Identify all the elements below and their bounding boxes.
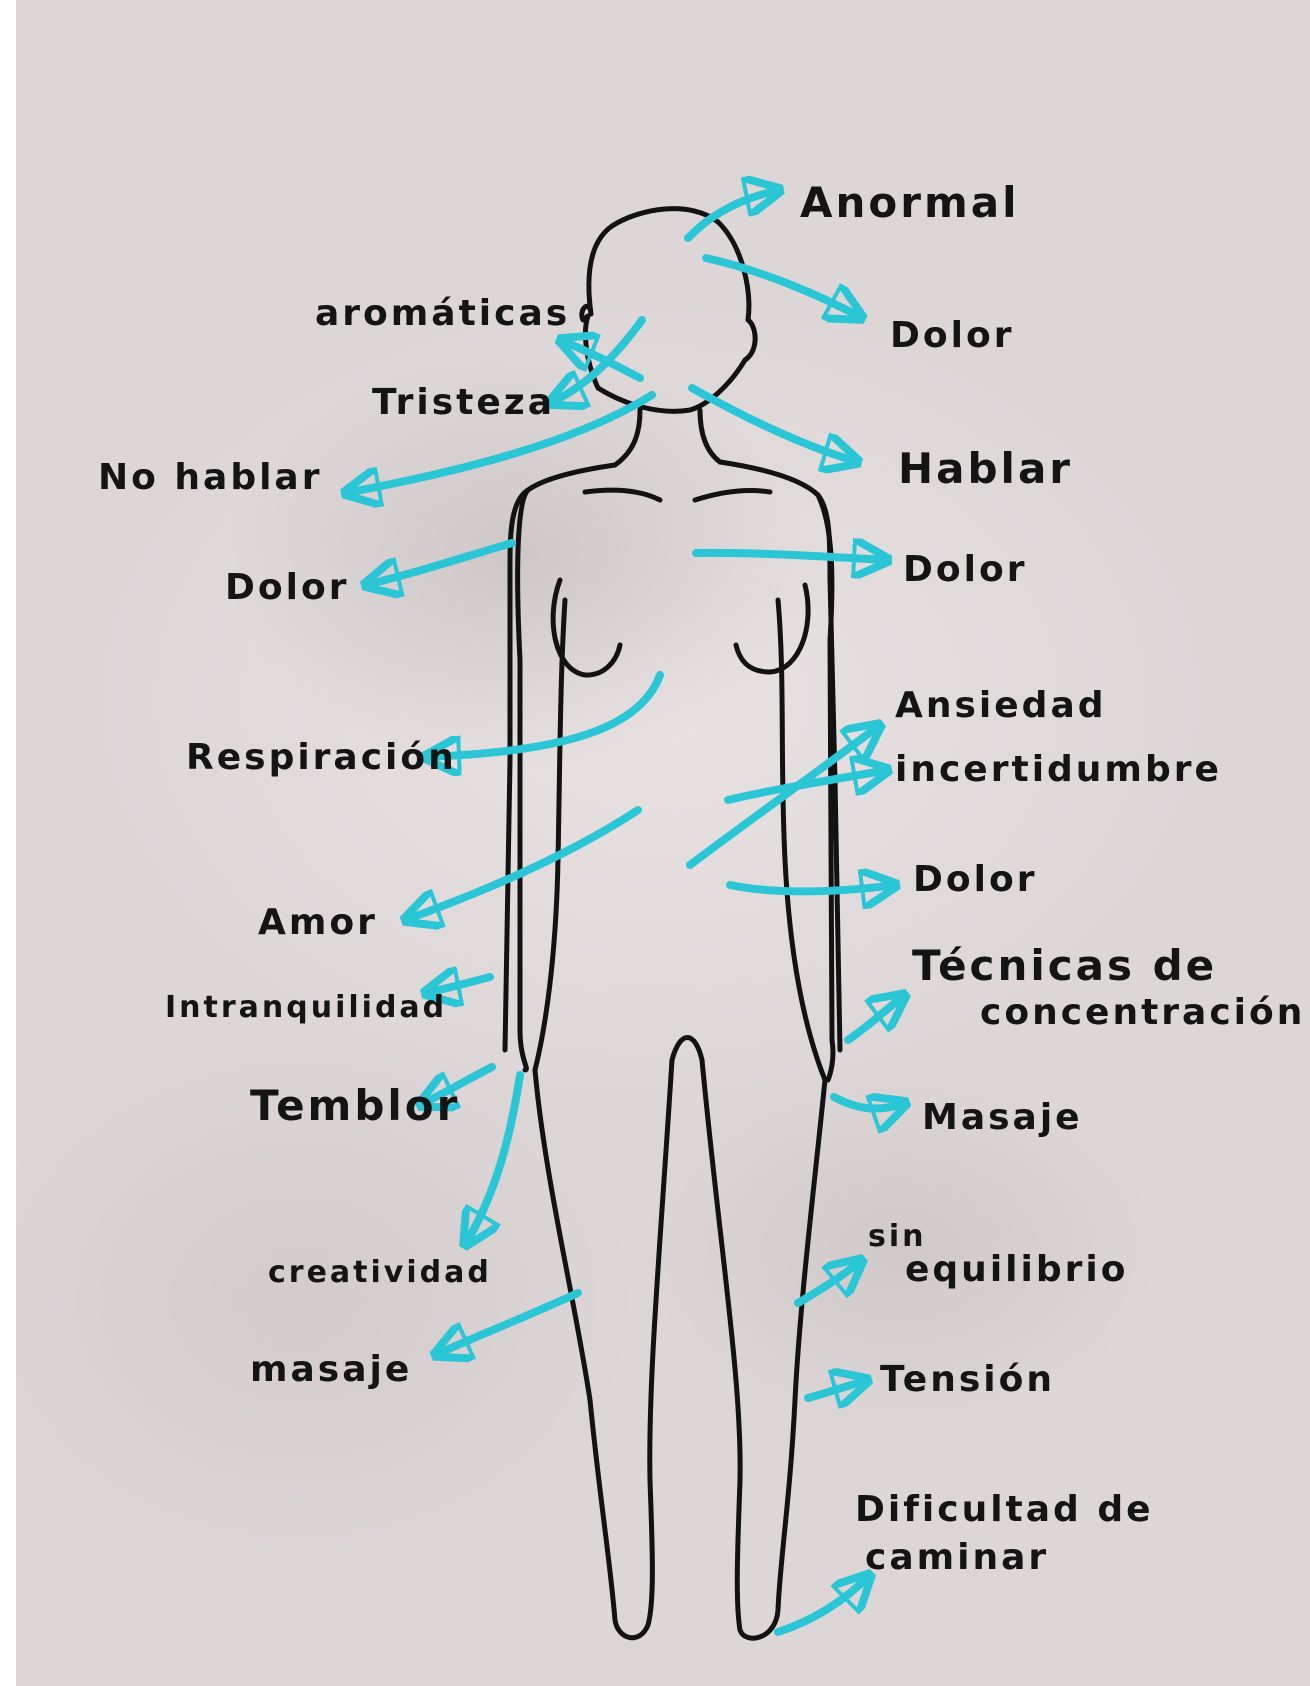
collarbone [585, 490, 770, 500]
arrow-tecnicas [848, 995, 905, 1040]
label-masaje-right: Masaje [922, 1100, 1083, 1136]
label-dificultad-line1: Dificultad de [855, 1492, 1154, 1528]
arrow-masaje-left [435, 1293, 578, 1355]
label-incertidumbre: incertidumbre [895, 752, 1222, 788]
torso-outline [505, 462, 840, 1050]
arrow-dificultad [778, 1575, 870, 1632]
arrow-dolor-left [365, 543, 512, 585]
label-no-hablar: No hablar [98, 460, 322, 496]
left-arm-outline [518, 490, 565, 1070]
label-temblor: Temblor [250, 1085, 460, 1127]
label-dolor-hip: Dolor [913, 862, 1037, 898]
label-respiracion: Respiración [186, 740, 457, 776]
body-outline [505, 209, 840, 1639]
label-anormal: Anormal [800, 182, 1019, 224]
head-outline [582, 209, 755, 412]
label-ansiedad: Ansiedad [895, 688, 1107, 724]
crotch [672, 1038, 702, 1061]
label-intranquilidad: Intranquilidad [165, 993, 447, 1023]
label-aromaticas: aromáticas [315, 296, 570, 332]
label-equilibrio: equilibrio [905, 1252, 1128, 1288]
arrow-dolor-hip [730, 885, 896, 891]
label-tecnicas-line2: concentración [980, 995, 1305, 1031]
label-dificultad-line2: caminar [865, 1540, 1049, 1576]
label-dolor-head: Dolor [890, 318, 1014, 354]
arrow-creatividad [465, 1075, 520, 1245]
neck-outline [615, 410, 720, 465]
arrow-dolor-head [706, 258, 862, 318]
arrow-dolor-chest [696, 553, 888, 560]
label-tristeza: Tristeza [372, 385, 555, 421]
label-dolor-chest: Dolor [903, 552, 1027, 588]
label-masaje-left: masaje [250, 1352, 412, 1388]
label-tension: Tensión [880, 1362, 1055, 1398]
arrow-tension [808, 1380, 868, 1398]
label-sin: sin [868, 1222, 927, 1252]
arrow-masaje-right [834, 1097, 906, 1109]
label-dolor-left: Dolor [225, 570, 349, 606]
label-hablar: Hablar [898, 448, 1073, 490]
label-amor: Amor [258, 905, 378, 941]
left-leg-outline [535, 1060, 672, 1638]
arrow-respiracion [425, 675, 660, 757]
label-creatividad: creatividad [268, 1258, 492, 1288]
breast-right [736, 585, 808, 672]
right-leg-outline [702, 1060, 825, 1638]
arrow-hablar [692, 388, 858, 462]
label-tecnicas-line1: Técnicas de [912, 945, 1217, 987]
